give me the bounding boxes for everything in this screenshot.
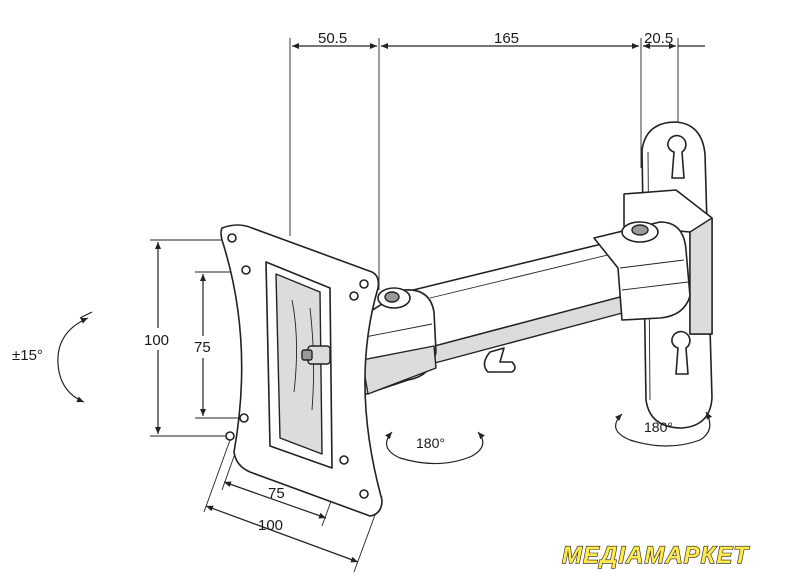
dim-top-right-label: 20.5 — [644, 30, 673, 47]
top-dimension-lines — [289, 38, 705, 290]
dim-bottom-outer-label: 100 — [258, 517, 283, 534]
dim-top-middle-label: 165 — [494, 30, 519, 47]
arm-swivel-arrow — [385, 431, 485, 465]
tilt-rotation-arrow — [57, 311, 93, 403]
dim-top-left-label: 50.5 — [318, 30, 347, 47]
wall-swivel-label: 180° — [644, 419, 673, 435]
wall-swivel-arrow — [614, 411, 713, 447]
vesa-mounting-plate — [220, 224, 383, 517]
extension-arm — [350, 221, 691, 395]
watermark-logo: МЕДІАМАРКЕТ — [562, 542, 750, 569]
tilt-angle-label: ±15° — [12, 347, 43, 364]
arm-swivel-label: 180° — [416, 435, 445, 451]
dim-bottom-inner-label: 75 — [268, 485, 285, 502]
dim-vertical-inner-label: 75 — [194, 339, 211, 356]
bottom-dimension-lines — [203, 419, 383, 573]
dim-vertical-outer-label: 100 — [144, 332, 169, 349]
